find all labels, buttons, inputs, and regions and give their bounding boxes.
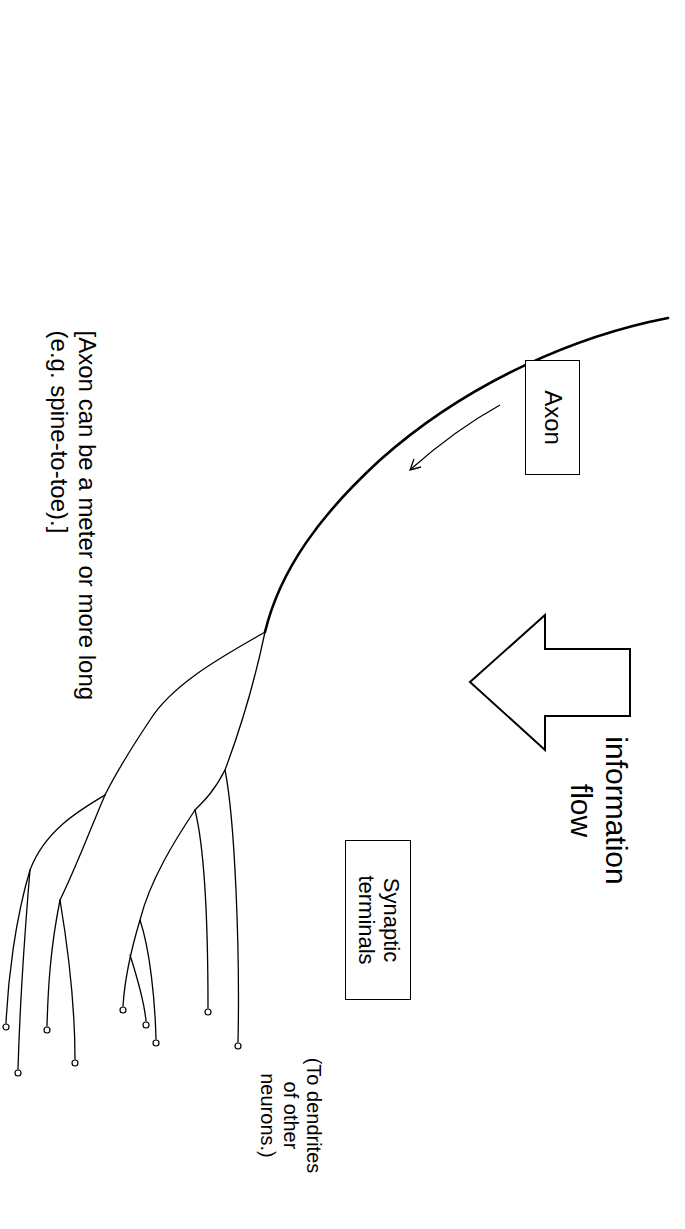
- box-label: Axon: [539, 390, 566, 445]
- axon-branches: [6, 632, 265, 1069]
- text-box: Synaptic terminals: [345, 840, 411, 1000]
- target-note: (To dendrites of other neurons.): [256, 1049, 325, 1181]
- flow-label: information flow: [564, 724, 633, 897]
- text-box: Axon: [525, 360, 580, 475]
- direction-arrow: [410, 405, 500, 470]
- information-flow-arrow: [470, 615, 630, 750]
- axon-trunk: [265, 318, 668, 632]
- synaptic-terminal-dots: [3, 1007, 241, 1076]
- box-label: Synaptic terminals: [353, 860, 402, 980]
- length-note: [Axon can be a meter or more long (e.g. …: [45, 330, 100, 702]
